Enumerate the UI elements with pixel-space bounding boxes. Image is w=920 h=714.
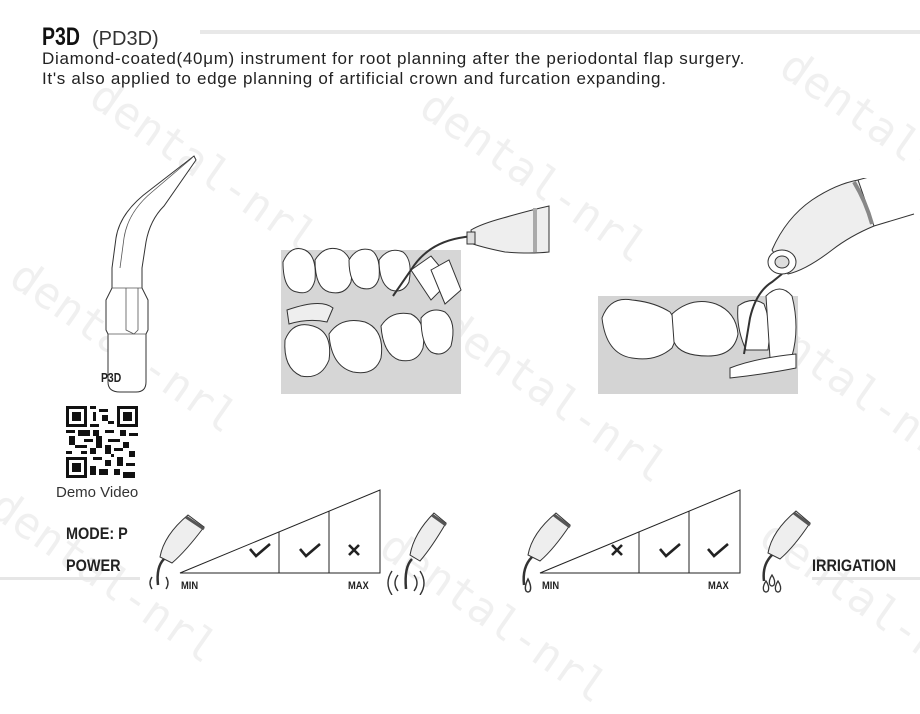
product-code: P3D [42,23,80,51]
irrigation-label: IRRIGATION [812,556,897,575]
power-triangle-chart [178,489,382,574]
handpiece-high-power-icon [384,505,448,595]
description-line: Diamond-coated(40μm) instrument for root… [42,49,746,68]
product-description: Diamond-coated(40μm) instrument for root… [42,49,745,89]
power-label: POWER [66,556,121,575]
power-max-label: MAX [348,580,369,592]
power-min-label: MIN [181,580,199,592]
procedure-illustration-2 [596,178,916,396]
irrigation-max-label: MAX [708,580,729,592]
tip-engraving: P3D [101,370,122,385]
title-divider [200,30,920,34]
product-title: P3D (PD3D) [42,22,159,50]
irrigation-underline [812,577,920,580]
power-underline [0,577,140,580]
procedure-illustration-1 [281,200,553,396]
handpiece-low-irrigation-icon [514,505,578,595]
product-alt-code: (PD3D) [92,28,159,50]
mode-label: MODE: P [66,524,128,543]
irrigation-min-label: MIN [542,580,560,592]
qr-code[interactable] [66,406,138,478]
scaler-tip-illustration [90,150,200,400]
description-line: It's also applied to edge planning of ar… [42,69,667,88]
handpiece-high-irrigation-icon [752,505,816,595]
demo-video-caption[interactable]: Demo Video [56,484,139,501]
handpiece-low-power-icon [146,505,210,591]
irrigation-triangle-chart [538,489,742,574]
